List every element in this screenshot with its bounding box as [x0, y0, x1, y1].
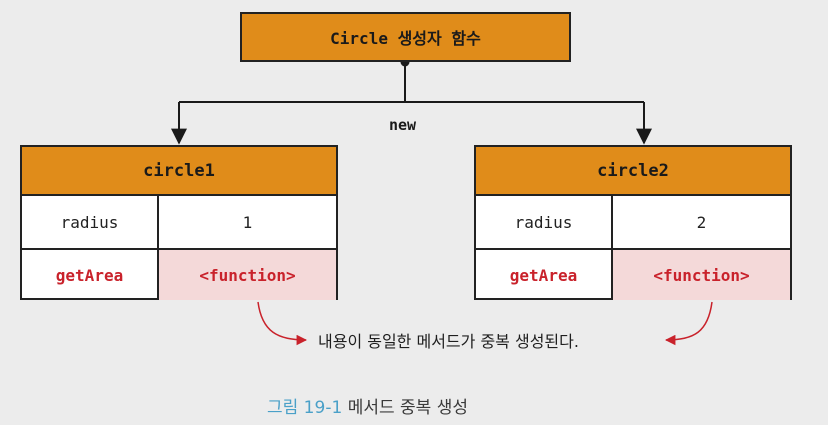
method-value: <function> [613, 250, 790, 300]
annotation-text: 내용이 동일한 메서드가 중복 생성된다. [318, 332, 579, 351]
new-label: new [389, 116, 417, 134]
object-circle2: circle2 radius 2 getArea <function> [474, 145, 792, 300]
tree-connector [171, 62, 652, 145]
constructor-label: Circle 생성자 함수 [330, 29, 481, 48]
property-key: radius [476, 196, 613, 248]
method-key: getArea [22, 250, 159, 300]
property-value: 2 [696, 212, 707, 232]
property-row: radius 1 [22, 196, 336, 248]
method-value: <function> [159, 250, 336, 300]
object-title: circle1 [22, 147, 336, 196]
object-circle1: circle1 radius 1 getArea <function> [20, 145, 338, 300]
annotation-arrow-right [664, 301, 713, 346]
method-row: getArea <function> [22, 248, 336, 300]
constructor-box: Circle 생성자 함수 [240, 12, 571, 62]
property-key: radius [22, 196, 159, 248]
method-key: getArea [476, 250, 613, 300]
caption-number: 그림 19-1 [267, 398, 343, 418]
method-row: getArea <function> [476, 248, 790, 300]
annotation-arrow-left [257, 301, 308, 346]
property-value: 1 [242, 212, 253, 232]
property-row: radius 2 [476, 196, 790, 248]
object-title: circle2 [476, 147, 790, 196]
figure-caption: 그림 19-1 메서드 중복 생성 [267, 393, 468, 418]
caption-text: 메서드 중복 생성 [347, 398, 468, 418]
